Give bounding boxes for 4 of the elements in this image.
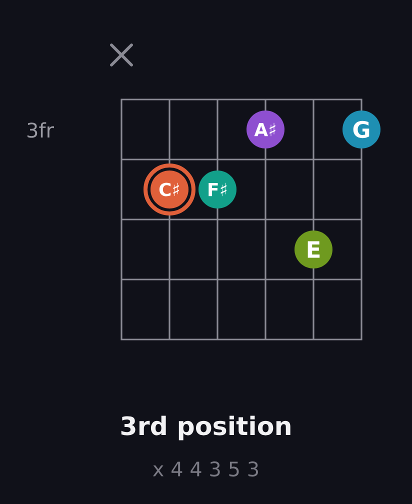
- fret-number: 3fr: [28, 122, 54, 138]
- title: 3rd position: [121, 416, 290, 440]
- node-label: C♯: [159, 182, 179, 196]
- fingering-text: x 4 4 3 5 3: [152, 461, 258, 477]
